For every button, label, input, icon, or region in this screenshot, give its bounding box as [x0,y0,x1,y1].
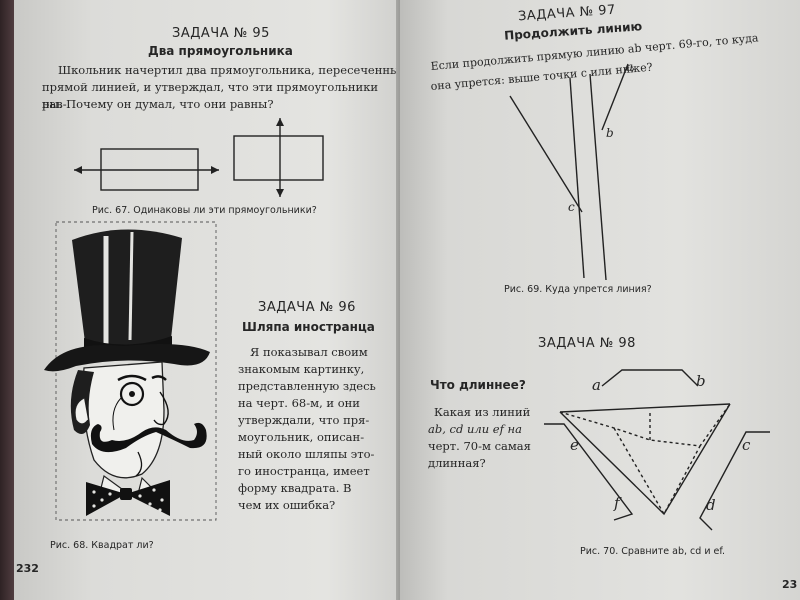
line-segment-ab [601,63,629,131]
label-c-fig70: c [742,436,751,454]
triangle-top-edge [559,403,731,413]
top-hat-icon [72,229,182,355]
hat-brim [44,344,210,372]
line-ab [601,369,699,387]
problem-96-line-10: чем их ошибка? [238,498,336,512]
line-segment-c [509,95,583,213]
problem-95-heading: ЗАДАЧА № 95 [172,26,270,41]
problem-98-line-3: черт. 70-м самая [428,439,531,453]
problem-96-line-7: ный около шляпы это- [238,447,375,461]
figure-67 [74,118,324,197]
parallel-line-right [589,73,607,281]
label-a-fig70: a [592,376,601,394]
problem-98-heading: ЗАДАЧА № 98 [538,336,636,351]
problem-98-line-1: Какая из линий [434,405,531,419]
label-e-fig70: e [570,436,579,454]
problem-95-line-1: Школьник начертил два прямоугольника, пе… [58,63,406,77]
problem-96-line-2: знакомым картинку, [238,362,365,376]
label-f-fig70: f [614,494,620,512]
problem-96-subtitle: Шляпа иностранца [242,320,375,334]
label-d-fig70: d [706,496,716,514]
problem-96-line-3: представленную здесь [238,379,376,393]
bow-tie-icon [86,482,126,516]
problem-95-line-3: ны. Почему он думал, что они равны? [42,97,274,111]
problem-98-line-2: ab, cd или ef на [428,422,522,436]
problem-98-subtitle: Что длиннее? [430,378,526,392]
moustache-icon [90,422,207,453]
figure-70 [544,369,770,531]
line-ef [544,423,634,521]
monocle-icon [119,381,145,407]
problem-96-line-4: на черт. 68-м, и они [238,396,360,410]
background-edge [0,0,18,600]
problem-96-line-1: Я показывал своим [250,345,368,359]
left-page: ЗАДАЧА № 95 Два прямоугольника Школьник … [14,0,406,600]
figure-68-caption: Рис. 68. Квадрат ли? [50,540,154,551]
figure-68 [44,221,217,521]
page-number-right: 23 [782,578,798,591]
problem-96-line-5: утверждали, что пря- [238,413,370,427]
problem-96-heading: ЗАДАЧА № 96 [258,300,356,315]
problem-95-subtitle: Два прямоугольника [148,44,293,58]
right-page: ЗАДАЧА № 97 Продолжить линию Если продол… [400,0,800,600]
problem-96-line-6: моугольник, описан- [238,430,365,444]
label-c: c [568,200,575,214]
page-number-left: 232 [16,562,39,575]
label-b-fig70: b [696,372,706,390]
rectangle-right [233,135,324,181]
figure-70-caption: Рис. 70. Сравните ab, cd и ef. [580,546,726,557]
problem-96-line-8: го иностранца, имеет [238,464,370,478]
dashed-inner-lines [613,427,701,516]
figure-69-caption: Рис. 69. Куда упрется линия? [504,284,652,295]
figure-69 [509,63,629,281]
line-cd [699,431,770,531]
problem-95-line-2: прямой линией, и утверждал, что эти прям… [42,80,379,111]
label-a: a [626,60,634,74]
face [82,361,165,479]
problem-96-line-9: форму квадрата. В [238,481,352,495]
figure-67-caption: Рис. 67. Одинаковы ли эти прямоугольники… [92,205,317,216]
triangle-sides [559,403,731,516]
parallel-line-left [569,77,585,279]
label-b: b [606,126,614,140]
dashed-frame [55,221,217,521]
problem-98-line-4: длинная? [428,456,486,470]
